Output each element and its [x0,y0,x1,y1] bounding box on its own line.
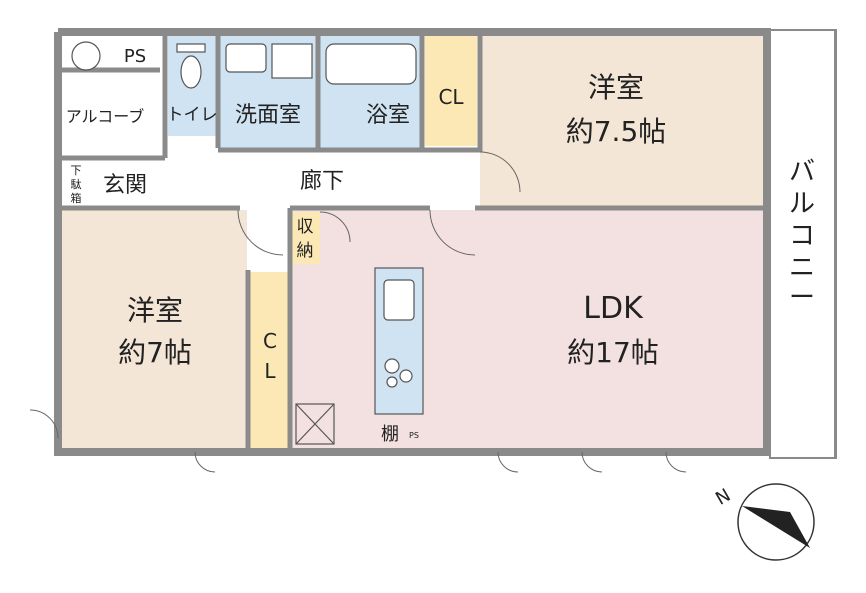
ldk-fill [290,210,763,448]
doors [29,151,687,473]
compass-north-label: N [712,485,734,510]
balcony-char-3: コ [789,221,815,251]
balcony-char-2: ル [789,189,815,219]
western-room-2-fill [62,210,247,448]
closet-2-label-bottom: L [264,359,276,383]
closet-1-label: CL [438,85,464,109]
western-room-1-name: 洋室 [588,71,644,104]
closet-2-label-top: C [263,329,277,353]
balcony-char-1: バ [789,157,815,187]
balcony-char-5: ー [789,283,815,313]
western-room-2-name: 洋室 [127,294,183,327]
western-room-2-size: 約7帖 [118,336,192,369]
storage-fill [290,212,320,264]
alcove-label: アルコーブ [66,107,145,126]
washroom-label: 洗面室 [235,103,301,128]
hallway-label: 廊下 [300,169,344,194]
outer-walls [54,28,771,456]
closet-1-fill [425,36,477,146]
shelf-label: 棚 [381,424,399,445]
ps-top-label: PS [124,46,146,67]
ps-small-label: PS [409,431,419,440]
storage-label-bottom: 納 [297,241,314,261]
shoe-box-label-3: 箱 [71,191,82,205]
ldk-size: 約17帖 [567,336,659,369]
balcony-area [769,29,837,459]
balcony-char-4: ニ [789,253,815,283]
shoe-box-label-2: 駄 [71,177,82,191]
fixtures [71,41,424,445]
bathroom-label: 浴室 [366,103,410,128]
closet-2-fill [250,272,290,448]
inner-walls [58,32,767,452]
western-room-1-size: 約7.5帖 [566,115,667,148]
toilet-label: トイレ [167,105,218,125]
western-room-1-fill [480,36,763,206]
shoe-box-label-1: 下 [71,164,82,177]
compass-icon [737,483,815,561]
storage-label-top: 収 [297,217,314,237]
entrance-label: 玄関 [103,173,147,198]
ldk-name: LDK [583,291,644,326]
